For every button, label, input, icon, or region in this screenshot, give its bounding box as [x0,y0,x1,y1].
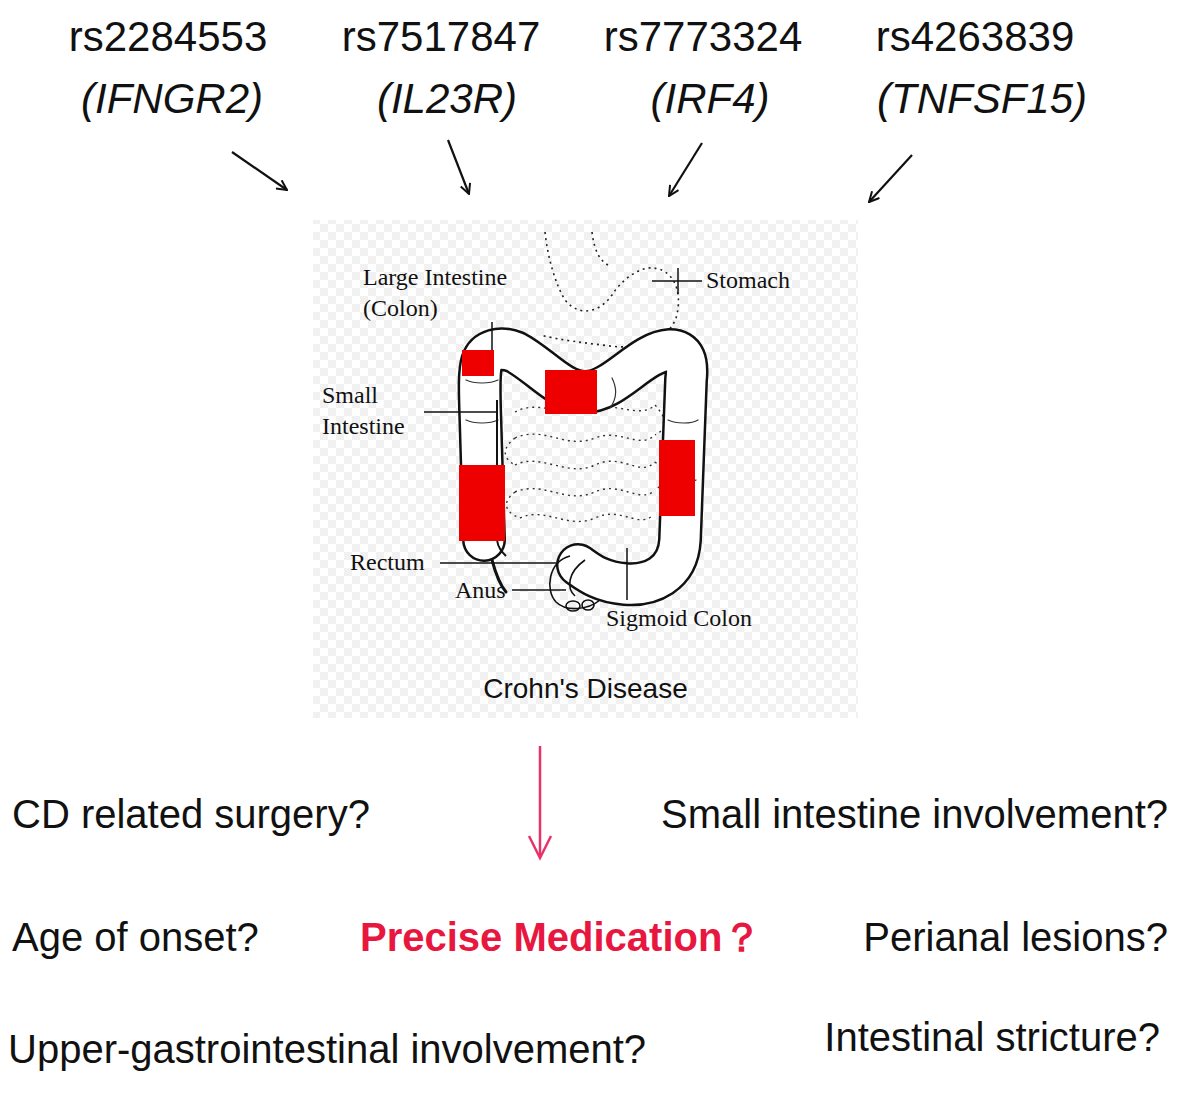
anatomy-label: Stomach [706,266,790,295]
lesion [659,440,695,516]
snp-arrows [232,140,912,202]
loop [515,489,655,496]
question: Upper-gastrointestinal involvement? [8,1025,646,1073]
lesion [545,370,597,414]
arrow [669,143,702,196]
anus [582,600,594,610]
panel-background [313,220,858,718]
snp-id: rs7773324 [604,12,803,62]
stomach-outline [540,232,678,347]
leader [512,589,566,591]
anatomy-label: Small Intestine [322,380,432,442]
snp-id: rs7517847 [342,12,541,62]
question: Age of onset? [12,913,259,961]
pink-arrow [529,746,551,858]
snp-id: rs2284553 [69,12,268,62]
arrow-shaft [539,746,542,856]
small-intestine-loops [505,405,665,521]
lesion [462,350,494,376]
lesion [459,465,505,541]
leader-lines [424,268,702,600]
esophagus [592,232,610,266]
arrow [869,155,912,202]
arrow [448,140,469,194]
loop [515,434,655,441]
gene-name: (IRF4) [651,74,770,124]
question: Intestinal stricture? [824,1013,1160,1061]
anatomy-label: Rectum [350,548,425,577]
question: Perianal lesions? [863,913,1168,961]
anus [566,601,580,611]
leader [440,562,556,564]
gene-name: (IL23R) [377,74,517,124]
rectum-inner [570,560,585,596]
key-question: Precise Medication？ [360,913,762,961]
loop [520,514,652,521]
leader [677,268,679,294]
illustration-panel: Crohn's Disease [313,220,858,718]
leader [424,411,497,413]
panel-caption: Crohn's Disease [313,672,858,706]
leader [626,548,628,600]
anatomy-label: Anus [455,576,506,605]
colon-lumen [480,349,687,584]
arrow-head [529,836,551,858]
snp-id: rs4263839 [876,12,1075,62]
arrow [232,152,287,190]
gene-name: (IFNGR2) [81,74,263,124]
question: Small intestine involvement? [661,790,1168,838]
rectum [550,556,600,611]
anatomy-label: Large Intestine (Colon) [363,262,563,324]
leader [491,322,493,350]
stomach [540,232,678,347]
leader [652,280,702,282]
loop [515,461,655,469]
loop-turns [505,405,665,518]
gene-name: (TNFSF15) [877,74,1087,124]
question: CD related surgery? [12,790,370,838]
colon-wall [480,349,687,584]
inflamed-segments [459,350,695,541]
anatomy-label: Sigmoid Colon [606,604,752,633]
